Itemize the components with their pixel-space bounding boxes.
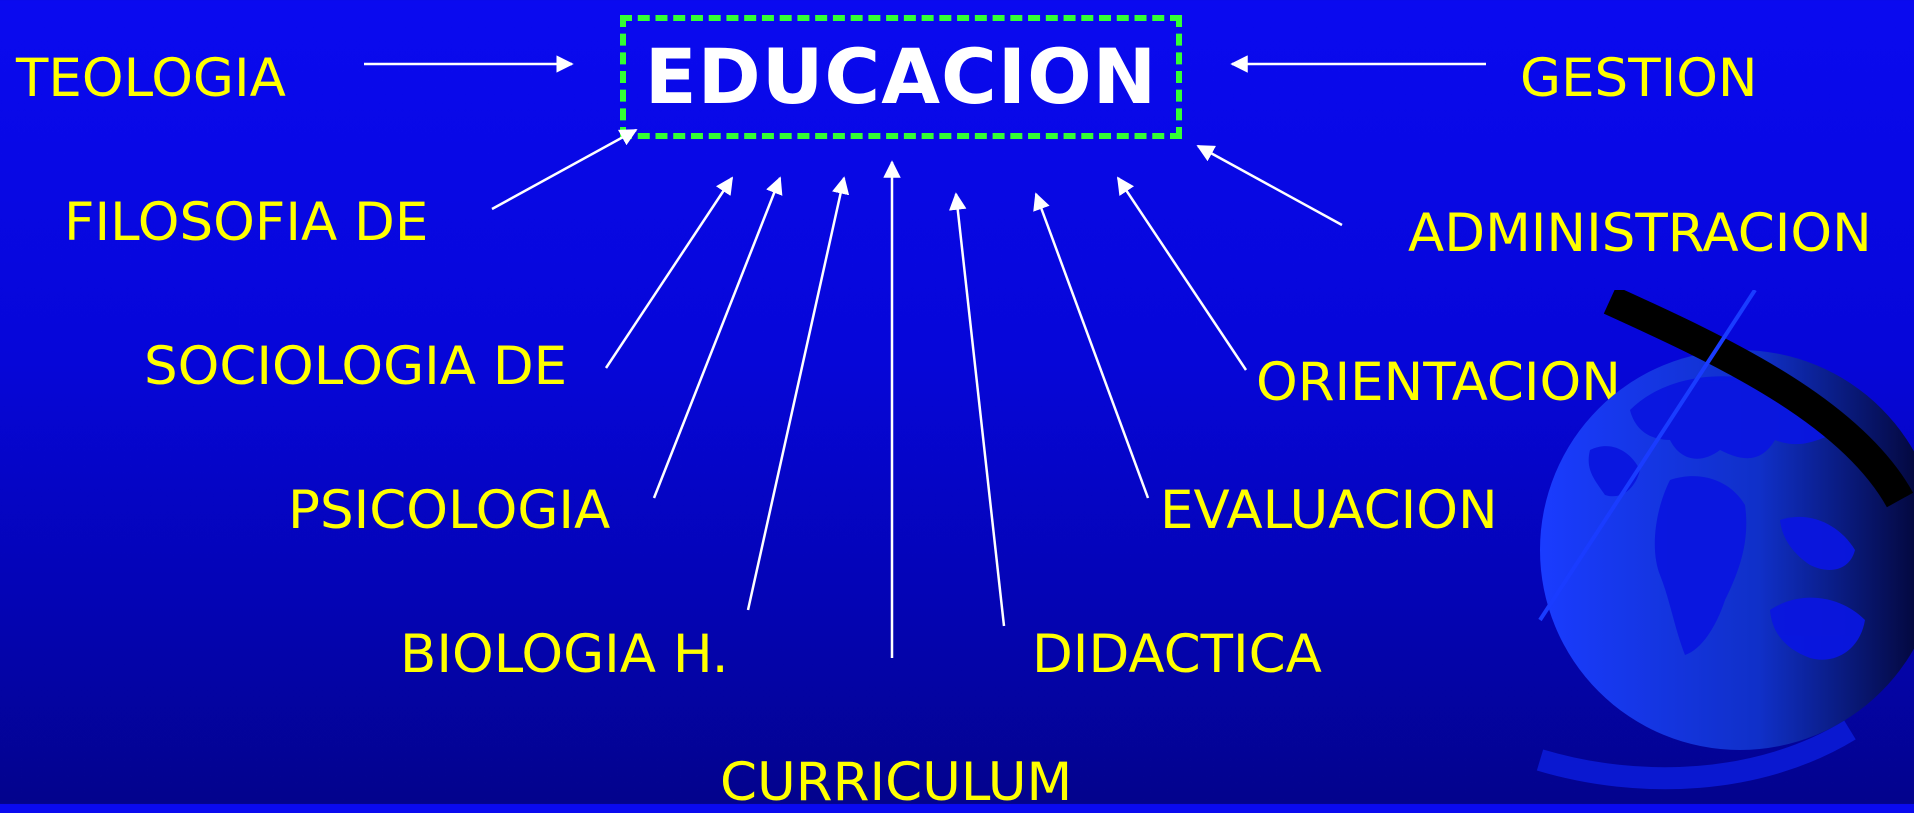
label-curriculum: CURRICULUM	[720, 752, 1073, 813]
label-teologia: TEOLOGIA	[16, 48, 286, 109]
label-administracion: ADMINISTRACION	[1408, 203, 1872, 264]
arrow-biologia	[746, 176, 850, 611]
arrow-administracion	[1196, 144, 1343, 227]
label-didactica: DIDACTICA	[1032, 624, 1322, 685]
globe-icon	[1536, 290, 1914, 790]
education-box: EDUCACION	[620, 15, 1182, 139]
arrow-evaluacion	[1033, 192, 1150, 499]
arrow-psicologia	[652, 176, 783, 499]
label-sociologia: SOCIOLOGIA DE	[144, 336, 568, 397]
education-title: EDUCACION	[644, 32, 1158, 121]
label-orientacion: ORIENTACION	[1256, 352, 1621, 413]
label-gestion: GESTION	[1520, 48, 1758, 109]
arrow-sociologia	[604, 176, 734, 369]
label-filosofia: FILOSOFIA DE	[64, 192, 429, 253]
label-evaluacion: EVALUACION	[1160, 480, 1498, 541]
arrow-filosofia	[491, 128, 638, 211]
label-biologia: BIOLOGIA H.	[400, 624, 729, 685]
arrow-didactica	[949, 192, 1006, 627]
arrow-orientacion	[1116, 176, 1248, 371]
label-psicologia: PSICOLOGIA	[288, 480, 611, 541]
